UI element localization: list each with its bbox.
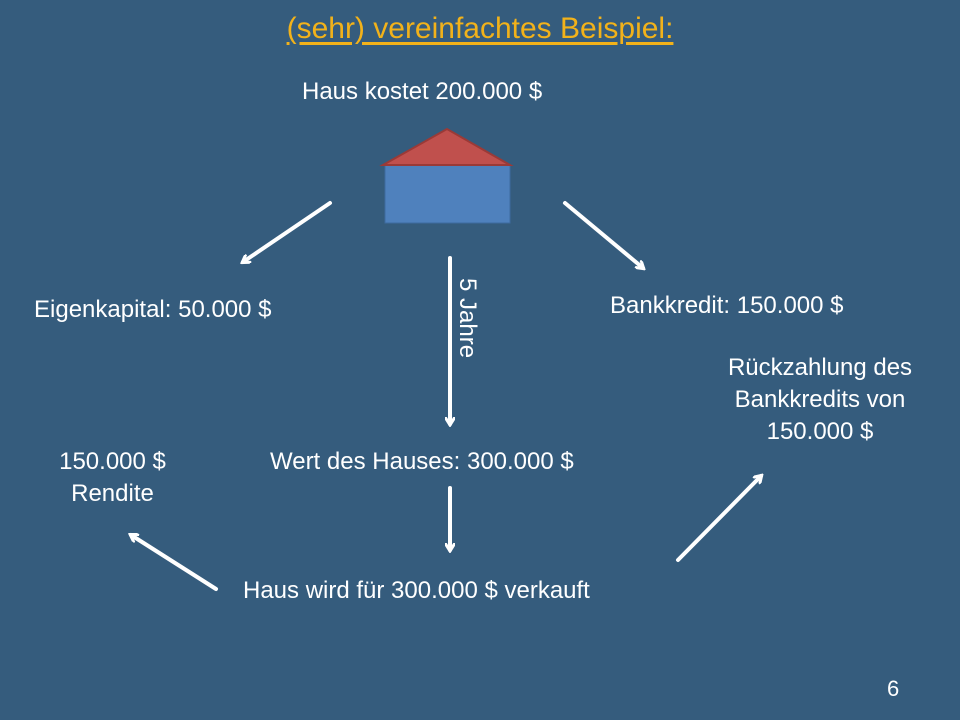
house-roof bbox=[379, 127, 514, 166]
house-icon bbox=[379, 127, 514, 224]
return-block: 150.000 $ Rendite bbox=[30, 446, 195, 510]
arrow-to-bank-loan bbox=[563, 201, 643, 268]
arrow-to-return bbox=[131, 535, 218, 591]
bank-loan-label: Bankkredit: 150.000 $ bbox=[610, 292, 844, 319]
house-value-label: Wert des Hauses: 300.000 $ bbox=[270, 448, 574, 475]
repayment-line-3: 150.000 $ bbox=[766, 418, 874, 445]
house-cost-label: Haus kostet 200.000 $ bbox=[302, 78, 543, 105]
arrow-to-equity bbox=[243, 201, 332, 262]
house-body bbox=[384, 164, 511, 224]
page-number: 6 bbox=[887, 676, 900, 701]
return-label: Rendite bbox=[71, 480, 154, 507]
repayment-line-1: Rückzahlung des bbox=[727, 354, 913, 381]
equity-label: Eigenkapital: 50.000 $ bbox=[34, 296, 272, 323]
duration-label: 5 Jahre bbox=[454, 278, 481, 359]
repayment-line-2: Bankkredits von bbox=[734, 386, 906, 413]
repayment-block: Rückzahlung des Bankkredits von 150.000 … bbox=[695, 352, 945, 448]
slide-title: (sehr) vereinfachtes Beispiel: bbox=[286, 12, 674, 45]
arrow-to-repayment bbox=[676, 476, 761, 562]
sale-label: Haus wird für 300.000 $ verkauft bbox=[243, 577, 590, 604]
return-amount: 150.000 $ bbox=[59, 448, 166, 475]
